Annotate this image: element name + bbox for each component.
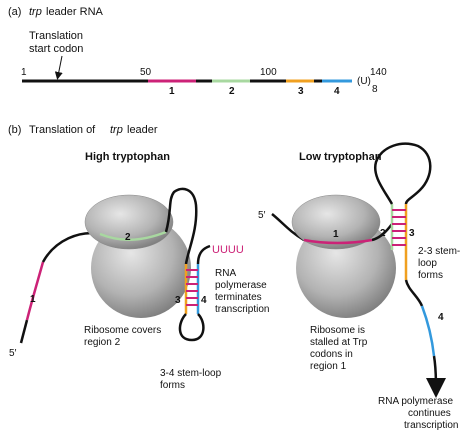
tick-100: 100 [260,67,277,78]
low-continue-line2: continues [408,408,451,419]
high-strand-5prime [19,319,29,344]
high-region-label-1: 1 [30,294,36,305]
low-stem-note-line3: forms [418,270,443,281]
high-terminate-line1: RNA [215,268,236,279]
low-stem-note-line2: loop [418,258,437,269]
high-stem-loop [178,313,205,342]
low-stem-note-line1: 2-3 stem- [418,246,460,257]
poly-u-label: (U) [357,76,371,87]
high-stem-note-line2: forms [160,380,185,391]
panel-b-title-pre: Translation of [29,124,96,136]
low-tryptophan-heading: Low tryptophan [299,151,382,163]
high-region-1-strand [25,261,45,321]
panel-a-title-italic: trp [29,6,42,18]
panel-a: (a) trp leader RNA Translation start cod… [8,6,387,97]
low-stem-loop [373,142,432,205]
high-five-prime: 5′ [9,348,17,359]
low-tryptophan-panel: 5′ 1 2 3 4 2-3 stem- loop forms Ribosome… [258,142,460,431]
low-five-prime: 5′ [258,210,266,221]
panel-b-header: (b) Translation of trp leader High trypt… [8,124,382,163]
low-region-1-strand [303,238,373,245]
low-region-label-2: 2 [380,228,386,239]
panel-b-title-italic: trp [110,124,123,136]
tick-50: 50 [140,67,152,78]
codon-label-line1: Translation [29,30,83,42]
poly-u-subscript: 8 [372,84,378,95]
region-label-2: 2 [229,86,235,97]
high-stem-note-line1: 3-4 stem-loop [160,368,222,379]
low-ribosome-note-line3: codons in [310,349,353,360]
panel-b-title-post: leader [127,124,158,136]
low-ribosome-small [291,194,381,250]
panel-a-title: leader RNA [46,6,104,18]
low-strand-to-region-2 [371,223,393,242]
low-region-label-4: 4 [438,312,444,323]
low-continue-line1: RNA polymerase [378,396,453,407]
high-region-2-strand [99,230,167,242]
high-strand-loop-top [164,187,198,265]
high-ribosome-note-line2: region 2 [84,337,121,348]
low-strand-to-region-4 [404,279,424,307]
high-ribosome-note-line1: Ribosome covers [84,325,161,336]
high-tryptophan-heading: High tryptophan [85,151,170,163]
low-region-4-strand [420,305,436,357]
low-continue-line3: transcription [404,420,458,431]
high-terminate-line3: terminates [215,292,262,303]
low-ribosome-note-line1: Ribosome is [310,325,365,336]
low-region-label-1: 1 [333,229,339,240]
low-strand-arrow [425,355,446,398]
high-region-label-3: 3 [175,295,181,306]
region-label-4: 4 [334,86,340,97]
high-region-label-2: 2 [125,232,131,243]
tick-140: 140 [370,67,387,78]
panel-a-label: (a) [8,6,21,18]
panel-b-label: (b) [8,124,21,136]
tick-1: 1 [21,67,27,78]
region-label-3: 3 [298,86,304,97]
codon-label-line2: start codon [29,43,83,55]
low-ribosome-note-line4: region 1 [310,361,347,372]
high-tryptophan-panel: 2 UUUU 3 4 1 5′ RNA polymerase terminate… [9,187,269,391]
codon-arrow [54,55,63,80]
high-poly-u: UUUU [212,244,244,256]
high-terminate-line4: transcription [215,304,269,315]
high-terminate-line2: polymerase [215,280,267,291]
high-strand-to-polyu [196,244,211,265]
high-region-label-4: 4 [201,295,207,306]
region-label-1: 1 [169,86,175,97]
low-region-label-3: 3 [409,228,415,239]
low-ribosome-note-line2: stalled at Trp [310,337,368,348]
high-strand-to-ribosome [41,231,101,263]
